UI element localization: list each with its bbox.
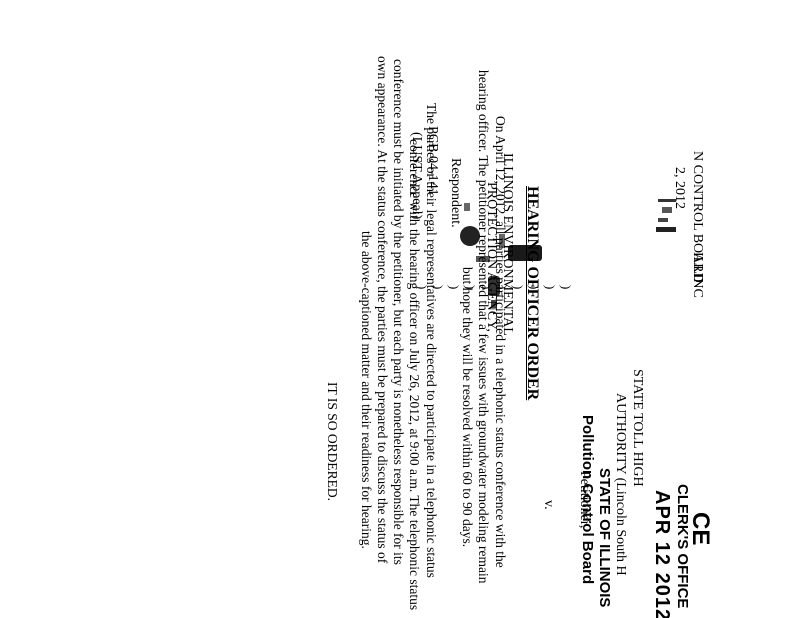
ink-smudge xyxy=(658,199,676,202)
header-board-right: N CONTROL BOARD xyxy=(690,151,705,283)
caption-paren: ) xyxy=(559,285,574,290)
order-paragraph-1-line: hearing officer. The petitioner represen… xyxy=(476,70,491,584)
order-paragraph-1-line: but hope they will be resolved within 60… xyxy=(460,267,475,548)
order-paragraph-2-line: the above-captioned matter and their rea… xyxy=(359,231,374,549)
order-paragraph-2-line: conference with the hearing officer on J… xyxy=(407,139,422,611)
caption-paren: ) xyxy=(543,285,558,290)
order-paragraph-2-line: own appearance. At the status conference… xyxy=(375,56,390,564)
stamp-date: APR 12 2012 xyxy=(651,490,673,618)
ink-smudge xyxy=(662,207,672,213)
order-paragraph-1-line: On April 12, 2012, all parties participa… xyxy=(493,116,508,568)
petitioner-name-line2: AUTHORITY (Lincoln South H xyxy=(613,393,628,576)
stamp-state: STATE OF ILLINOIS xyxy=(596,468,613,608)
versus: v. xyxy=(541,500,556,510)
closing-ordered: IT IS SO ORDERED. xyxy=(325,382,340,502)
header-date-fragment: 2, 2012 xyxy=(672,167,687,209)
order-paragraph-2-line: The parties or their legal representativ… xyxy=(424,103,439,578)
petitioner-role: Petitioner, xyxy=(577,471,592,529)
respondent-role: Respondent. xyxy=(448,158,463,228)
ink-smudge xyxy=(464,203,470,211)
order-paragraph-2-line: conference must be initiated by the peti… xyxy=(391,59,406,565)
order-title: HEARING OFFICER ORDER xyxy=(524,186,541,401)
stamp-clerks-office: CLERK'S OFFICE xyxy=(674,484,691,609)
ink-smudge xyxy=(656,227,676,232)
ink-smudge xyxy=(658,218,668,222)
stamp-initials: CE xyxy=(687,512,714,546)
petitioner-name-line1: STATE TOLL HIGH xyxy=(630,369,645,487)
